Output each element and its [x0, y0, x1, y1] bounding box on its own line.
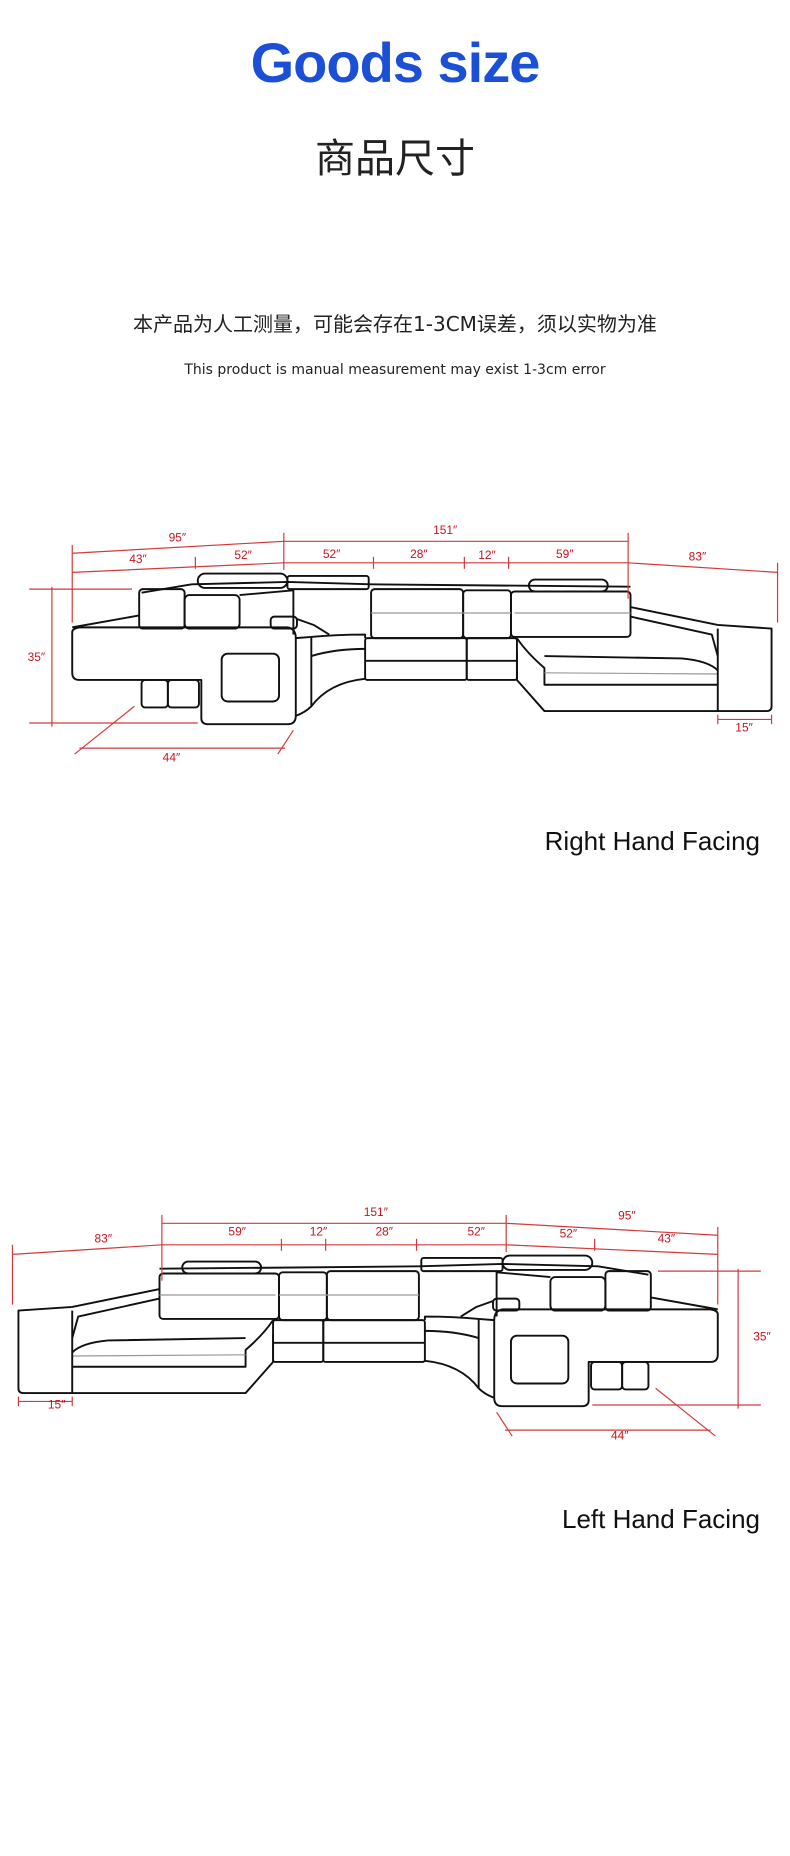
dim-43: 43″: [129, 552, 147, 566]
measurement-note-cn: 本产品为人工测量，可能会存在1-3CM误差，须以实物为准: [133, 312, 657, 336]
sofa-drawing-mirrored: [11, 1214, 762, 1437]
dim-59: 59″: [556, 547, 574, 561]
dim-52-a: 52″: [560, 1227, 578, 1241]
dim-12: 12″: [478, 548, 496, 562]
dim-52-b: 52″: [468, 1224, 486, 1238]
dim-151: 151″: [364, 1205, 388, 1219]
measurement-note-en: This product is manual measurement may e…: [184, 362, 606, 378]
dim-95: 95″: [618, 1209, 636, 1223]
caption-right-hand-facing: Right Hand Facing: [544, 826, 760, 856]
dim-151: 151″: [433, 523, 457, 537]
sofa-diagram-right-hand: 95″ 151″ 43″ 52″ 52″ 28″ 12″ 59″ 83″ 35″…: [28, 523, 779, 764]
dim-52-b: 52″: [323, 547, 341, 561]
dim-35: 35″: [753, 1329, 771, 1343]
dim-44: 44″: [611, 1429, 629, 1443]
dim-12: 12″: [310, 1224, 328, 1238]
dim-15: 15″: [735, 720, 753, 734]
page-subtitle: 商品尺寸: [315, 136, 475, 182]
page-title: Goods size: [250, 31, 541, 94]
sofa-drawing: [71, 572, 773, 726]
dim-83: 83″: [95, 1231, 113, 1245]
dim-59: 59″: [228, 1224, 246, 1238]
dim-95: 95″: [169, 530, 187, 544]
dim-44: 44″: [163, 750, 181, 764]
dim-83: 83″: [689, 549, 707, 563]
sofa-diagram-left-hand: 95″ 151″ 43″ 52″ 52″ 28″ 12″ 59″ 83″ 35″…: [11, 1205, 771, 1443]
dimension-lines: [29, 532, 779, 755]
dim-35: 35″: [28, 650, 46, 664]
dim-52-a: 52″: [234, 548, 252, 562]
dim-15: 15″: [48, 1398, 66, 1412]
dim-28: 28″: [375, 1224, 393, 1238]
dim-43: 43″: [658, 1231, 676, 1245]
caption-left-hand-facing: Left Hand Facing: [561, 1504, 760, 1534]
dim-28: 28″: [410, 547, 428, 561]
